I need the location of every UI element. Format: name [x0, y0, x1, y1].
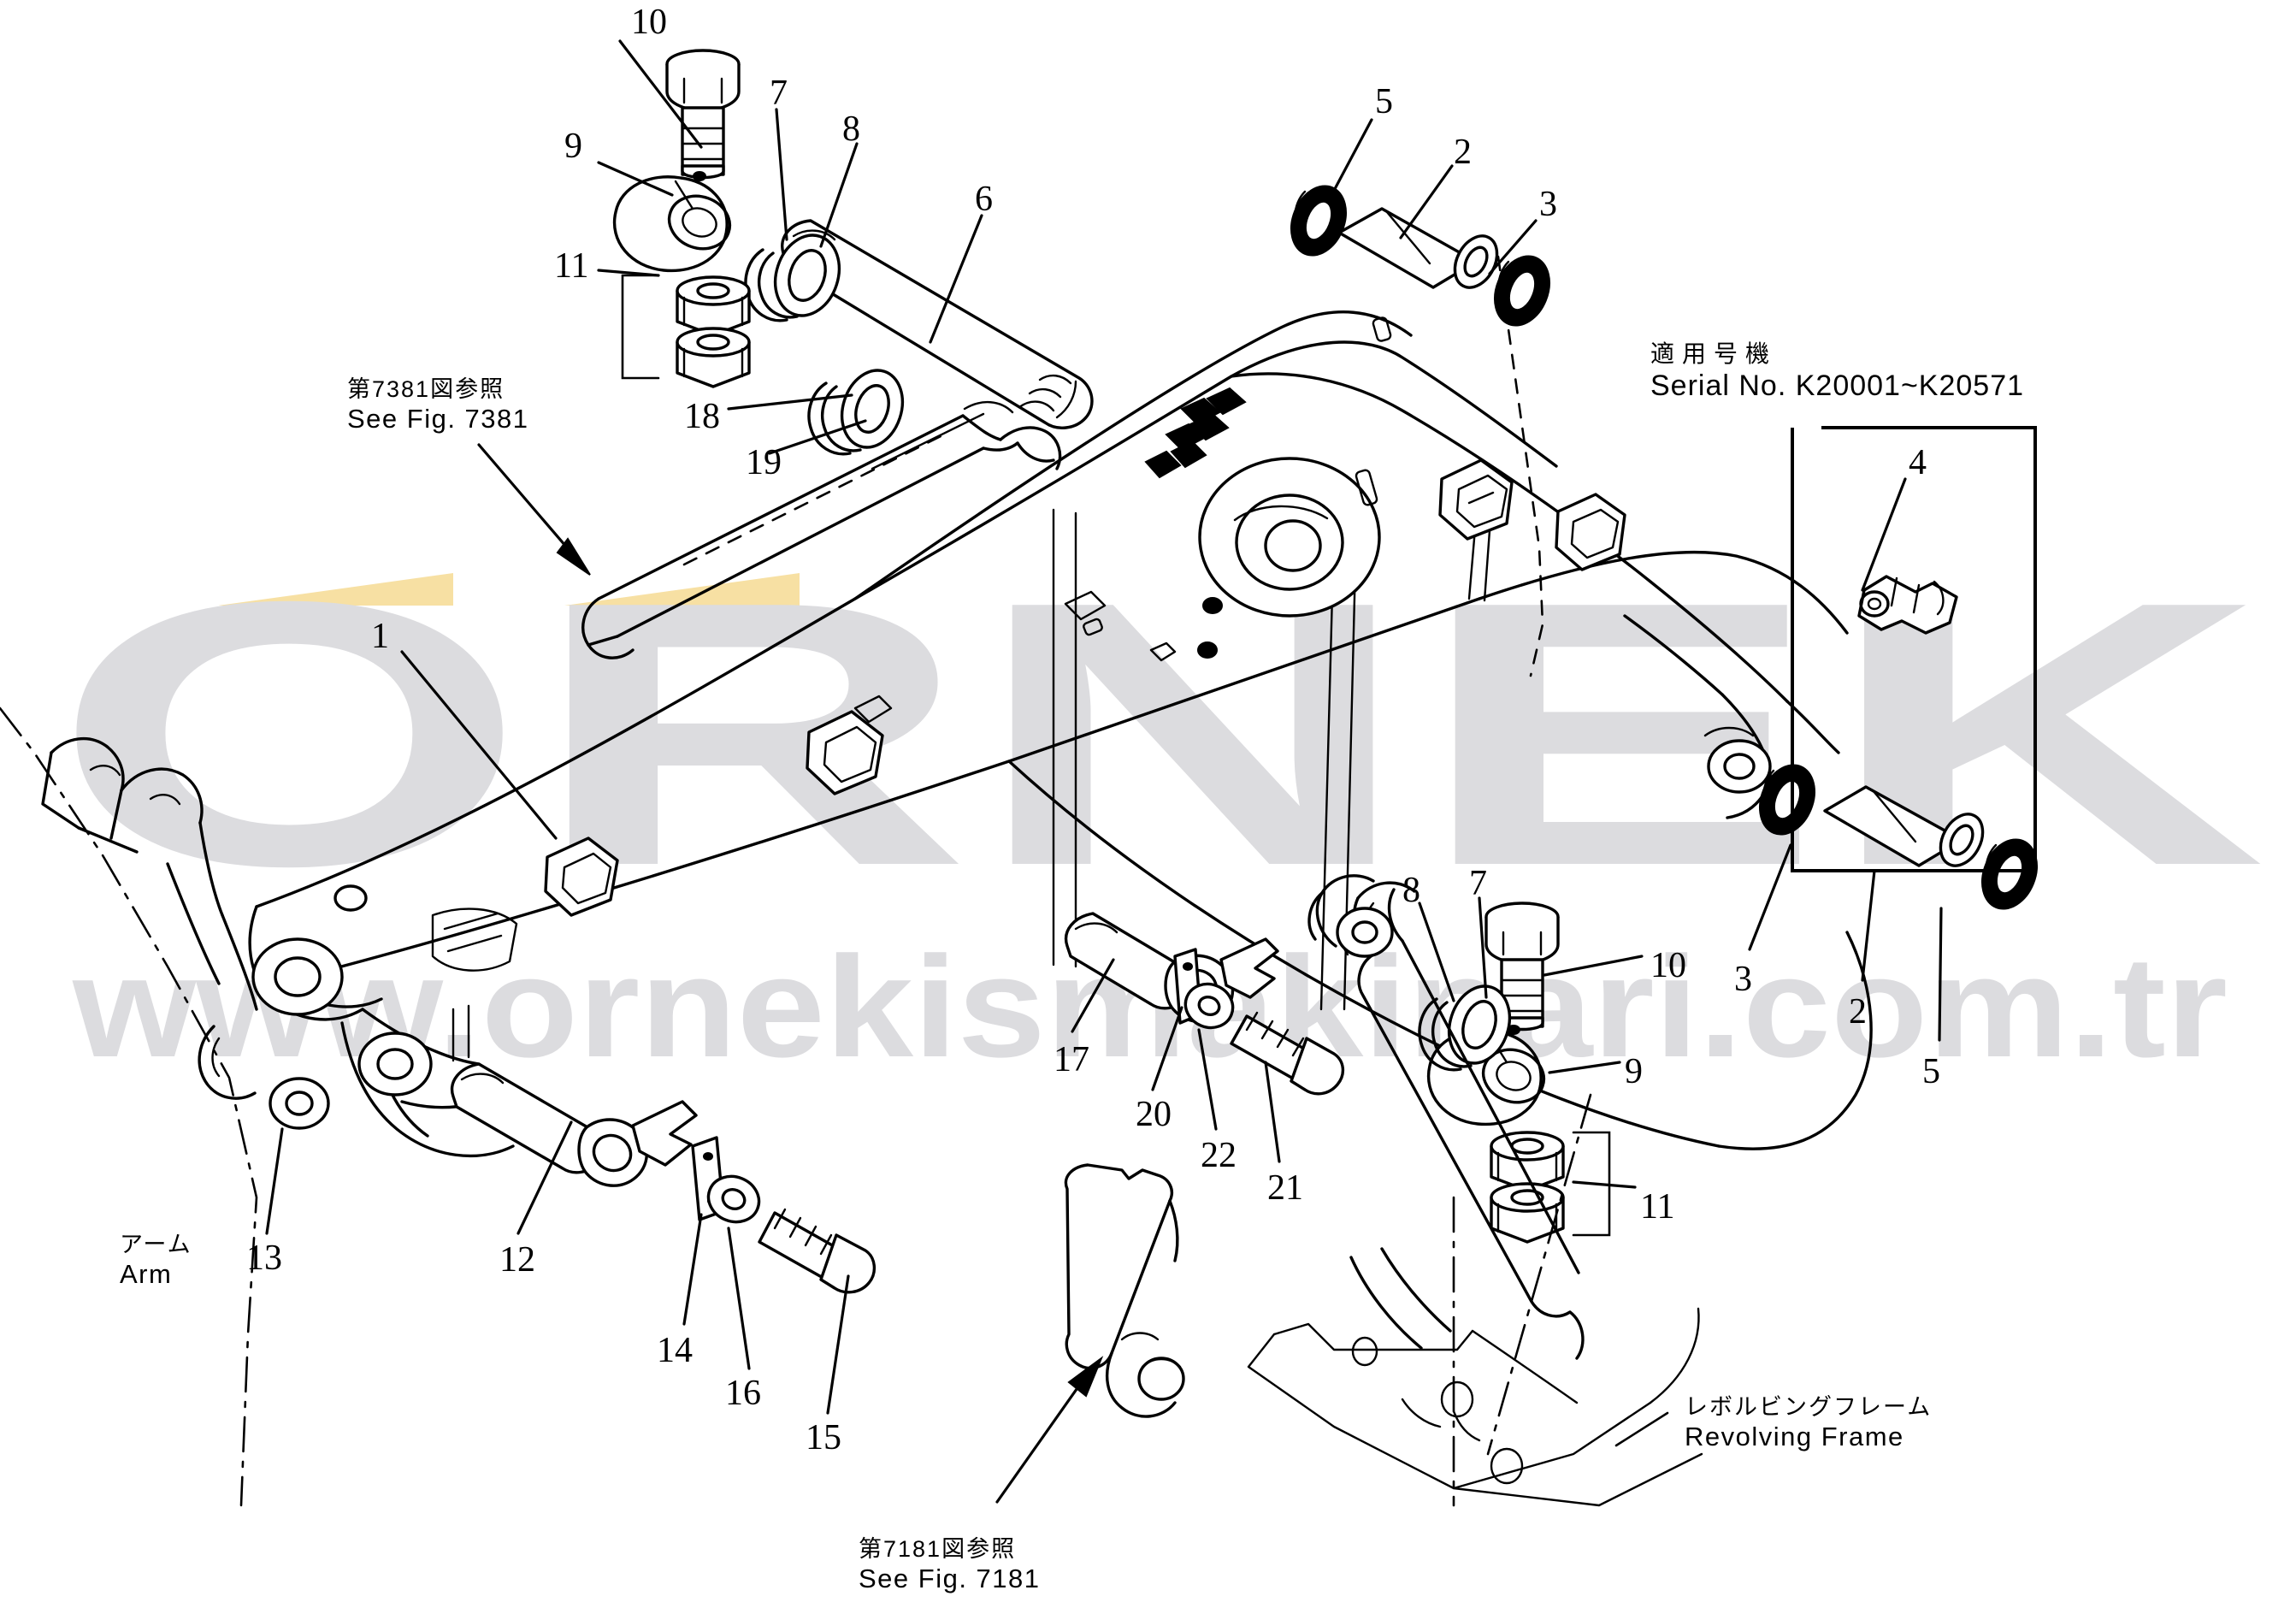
reference-fig-7181-jp: 第7181図参照: [859, 1536, 1017, 1562]
callout-1: 1: [371, 617, 389, 656]
callout-7-right: 7: [1469, 864, 1487, 903]
boom-mount-ears: [1307, 874, 1394, 958]
callout-20: 20: [1136, 1095, 1172, 1134]
callout-2-right: 2: [1849, 992, 1867, 1032]
bolt-10-right: [1484, 902, 1560, 1032]
callout-10-top: 10: [631, 3, 667, 42]
callout-3-top: 3: [1539, 185, 1557, 224]
boom-body: [255, 310, 1873, 1150]
callout-5-top: 5: [1375, 82, 1393, 121]
label-revolving-frame: レボルビングフレーム Revolving Frame: [1685, 1394, 1932, 1452]
collar-9-top: [612, 171, 732, 273]
hose-clamp-blocks: [1144, 387, 1247, 479]
logo-chevron-left: [218, 573, 453, 606]
washer-22: [1183, 982, 1235, 1030]
serial-note: 適用号機 Serial No. K20001~K20571: [1650, 335, 2024, 403]
label-revolving-frame-en: Revolving Frame: [1685, 1421, 1904, 1451]
callout-10-right: 10: [1650, 946, 1686, 985]
callout-17: 17: [1054, 1040, 1089, 1079]
callout-18: 18: [684, 397, 720, 436]
callout-7-top: 7: [770, 74, 788, 113]
callout-6: 6: [975, 180, 993, 219]
callout-3-right: 3: [1734, 960, 1752, 999]
callout-9-top: 9: [564, 127, 582, 166]
washer-7-right: [1447, 984, 1512, 1065]
callout-2-top: 2: [1454, 133, 1472, 172]
washer-16: [706, 1174, 761, 1224]
seal-5-right: [1981, 838, 2038, 910]
arm-clevis: [0, 706, 330, 1507]
reference-fig-7381-jp: 第7381図参照: [347, 376, 505, 402]
washer-18: [807, 369, 905, 456]
bolt-15: [758, 1208, 876, 1294]
reference-fig-7381: 第7381図参照 See Fig. 7381: [347, 376, 529, 435]
label-arm-jp: アーム: [120, 1232, 192, 1257]
callout-4: 4: [1909, 443, 1927, 482]
callout-8-right: 8: [1402, 871, 1420, 910]
washer-13: [269, 1077, 330, 1130]
callout-15: 15: [806, 1418, 841, 1457]
label-arm: アーム Arm: [120, 1232, 192, 1290]
boom-cylinder-tubes: [581, 374, 1072, 659]
leader-lines: [265, 39, 1943, 1504]
bolt-21: [1230, 1011, 1344, 1096]
label-arm-en: Arm: [120, 1258, 173, 1289]
reference-fig-7381-en: See Fig. 7381: [347, 403, 529, 434]
grease-fitting-4: [1857, 575, 1958, 635]
callout-13: 13: [246, 1239, 282, 1278]
callout-8-top: 8: [842, 109, 860, 149]
nut-11b-top: [676, 327, 751, 388]
washer-8-top: [773, 234, 841, 317]
callout-box-4: [1791, 426, 2037, 872]
callout-9-right: 9: [1625, 1052, 1643, 1091]
reference-fig-7181: 第7181図参照 See Fig. 7181: [859, 1536, 1041, 1594]
callout-12: 12: [499, 1240, 535, 1280]
serial-note-en: Serial No. K20001~K20571: [1650, 369, 2025, 402]
callout-19: 19: [746, 443, 782, 482]
reference-fig-7181-en: See Fig. 7181: [859, 1563, 1041, 1593]
logo-chevron-right: [564, 573, 800, 606]
washer-8-right: [1418, 997, 1473, 1072]
callout-14: 14: [657, 1331, 693, 1370]
serial-note-jp: 適用号機: [1650, 340, 1778, 367]
nut-11a-top: [676, 275, 751, 337]
callout-5-right: 5: [1922, 1052, 1940, 1091]
bolt-10-top: [665, 49, 741, 180]
callout-11-top: 11: [554, 246, 589, 286]
bracket-11-top: [621, 274, 660, 380]
callout-16: 16: [725, 1374, 761, 1413]
bushing-2-right: [1823, 785, 1985, 867]
nut-11a-right: [1490, 1131, 1565, 1192]
callout-21: 21: [1267, 1168, 1303, 1208]
revolving-frame: [1247, 1093, 1703, 1507]
pin-12: [450, 1062, 698, 1187]
callout-22: 22: [1201, 1136, 1237, 1175]
arm-centerline: [0, 706, 258, 1507]
boom-foot: [248, 884, 518, 1158]
callout-11-right: 11: [1640, 1187, 1675, 1227]
boom-nose: [1623, 614, 1772, 819]
seal-3-top: [1494, 255, 1550, 327]
label-revolving-frame-jp: レボルビングフレーム: [1685, 1394, 1933, 1420]
boom-boss-outer: [1198, 457, 1381, 618]
arm-cylinder: [1064, 1163, 1185, 1418]
bushing-2-top: [1337, 207, 1499, 289]
boom-foot-bore-outer: [251, 937, 344, 1016]
